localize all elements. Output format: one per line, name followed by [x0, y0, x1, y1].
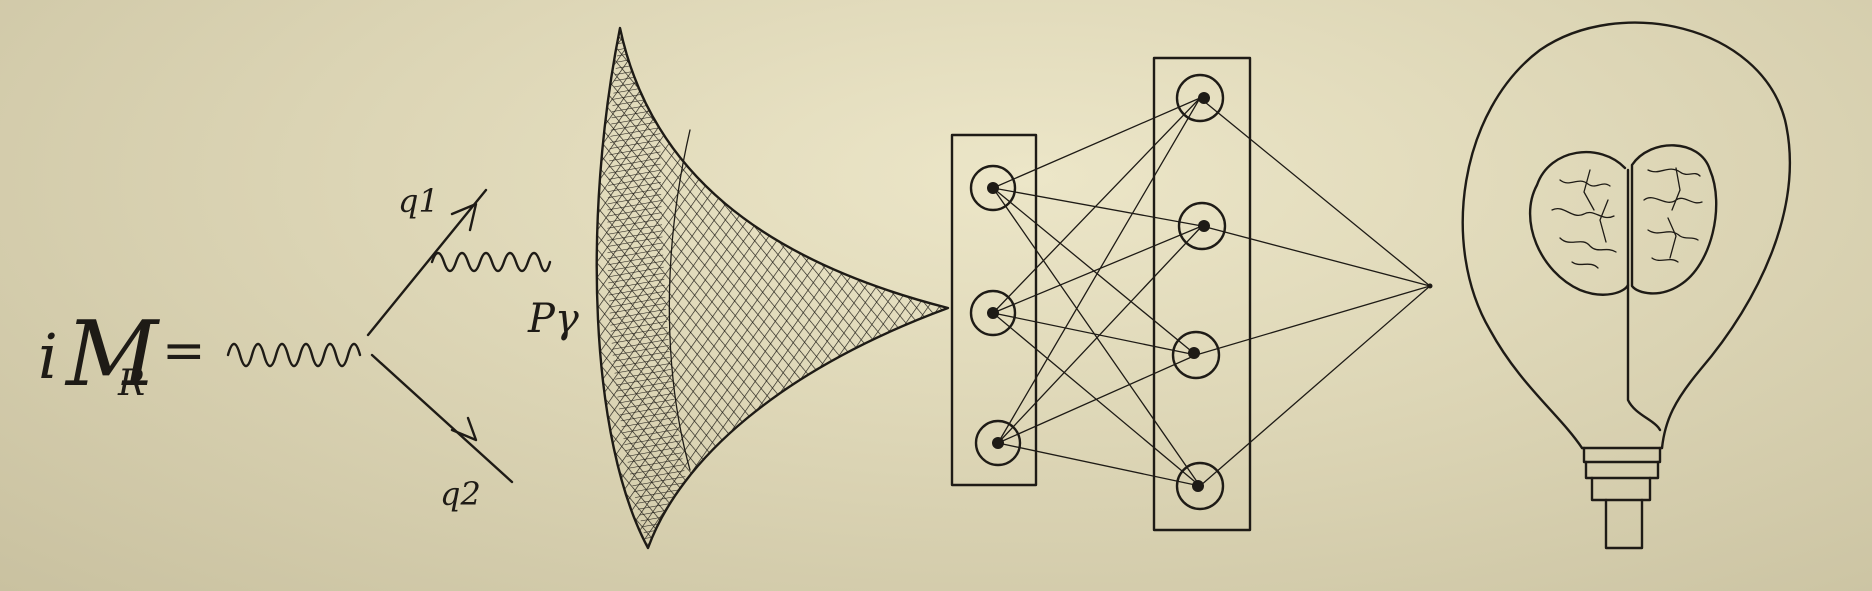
hidden-node [1175, 461, 1225, 511]
connections-hidden-output [1195, 97, 1431, 487]
input-node [969, 289, 1017, 337]
hidden-node [1175, 73, 1225, 123]
q2-label: q2 [440, 475, 481, 513]
hidden-nodes [1171, 73, 1227, 511]
bulb-base [1604, 498, 1644, 550]
connections-input-hidden [992, 97, 1203, 487]
amplitude-symbol: M [64, 302, 160, 407]
brain-left-hemisphere [1528, 150, 1630, 296]
brain-right-hemisphere [1630, 144, 1718, 295]
amplitude-subscript: R [117, 363, 145, 404]
amplitude-label: i M R = [38, 302, 206, 407]
input-node [974, 419, 1022, 467]
input-nodes [969, 164, 1022, 467]
bulb-stem [1626, 283, 1662, 432]
neural-network [950, 56, 1433, 532]
q1-arrow-icon [450, 202, 478, 232]
q2-arrow-icon [450, 416, 478, 442]
q2-fermion-line [370, 353, 514, 484]
feynman-diagram: i M R = q1 q2 Pγ [38, 182, 579, 513]
input-layer-box [950, 133, 1038, 487]
q1-fermion-line [366, 188, 488, 337]
output-node [1427, 283, 1433, 289]
incoming-photon-line [226, 342, 362, 368]
imaginary-unit: i [38, 320, 58, 393]
bulb-glass [1461, 21, 1791, 450]
hatched-cone [595, 26, 950, 550]
q1-label: q1 [398, 182, 439, 220]
hidden-node [1177, 201, 1227, 251]
hidden-layer-box [1152, 56, 1252, 532]
hidden-node [1171, 330, 1221, 380]
equals-sign: = [162, 321, 206, 381]
emitted-photon-line [430, 251, 552, 273]
input-node [969, 164, 1017, 212]
p-gamma-label: Pγ [527, 296, 579, 342]
brain-lightbulb-icon [1461, 21, 1791, 550]
brain-folds [1551, 167, 1703, 269]
